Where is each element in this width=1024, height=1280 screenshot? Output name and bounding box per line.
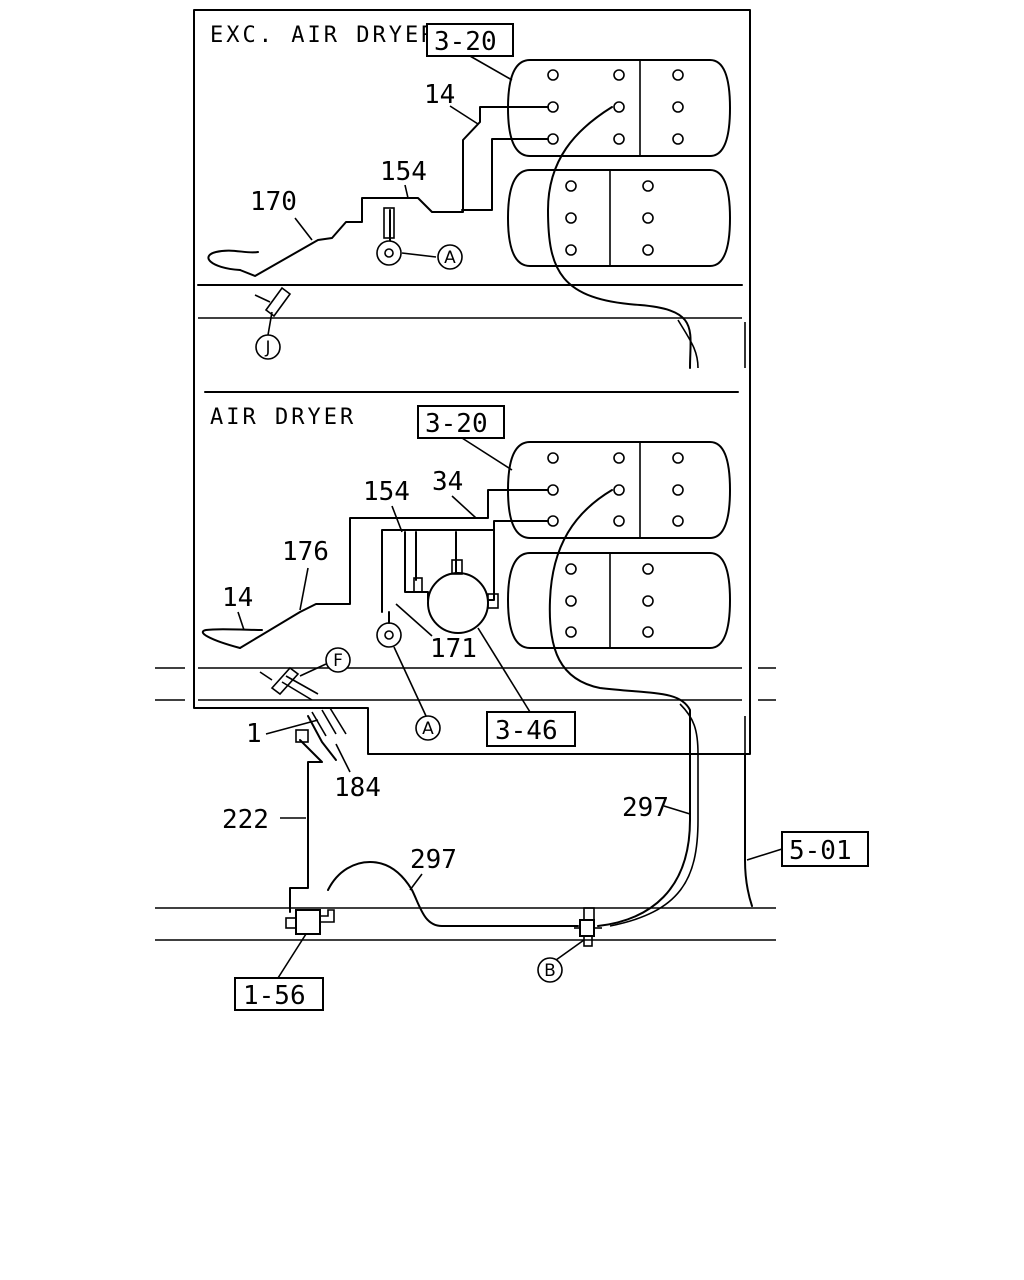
bottom-fitting-center — [384, 630, 394, 640]
part-170: 170 — [250, 187, 297, 217]
bottom-section-title: AIR DRYER — [210, 405, 356, 430]
marker-A-bottom — [415, 715, 441, 741]
bottom-tank-ref-box — [417, 405, 505, 439]
leader — [391, 505, 403, 533]
leader — [237, 611, 245, 631]
dryer-ref-box — [486, 711, 576, 747]
marker-A-bottom-label: A — [422, 719, 434, 739]
marker-A-top — [437, 244, 463, 270]
marker-F — [325, 647, 351, 673]
bottom-air-tanks — [507, 441, 731, 649]
leader — [294, 217, 313, 241]
part-222: 222 — [222, 805, 269, 835]
leader — [451, 495, 477, 519]
leader — [395, 603, 433, 637]
leader — [555, 939, 585, 961]
part-297-right: 297 — [622, 793, 669, 823]
part-34: 34 — [432, 467, 463, 497]
marker-A-top-label: A — [444, 248, 456, 268]
leader — [393, 646, 427, 717]
leader — [409, 873, 423, 891]
marker-J — [255, 334, 281, 360]
leader — [335, 743, 351, 773]
connector-F — [259, 666, 319, 701]
frame-ref: 5-01 — [789, 836, 852, 866]
top-fitting-center — [384, 248, 394, 258]
leader — [404, 184, 409, 199]
leader — [401, 252, 437, 258]
top-piping — [207, 106, 699, 369]
air-dryer — [427, 572, 489, 634]
leader — [477, 627, 531, 713]
part-171: 171 — [430, 634, 477, 664]
leader — [277, 933, 307, 979]
part-154-top: 154 — [380, 157, 427, 187]
frame-ref-box — [781, 831, 869, 867]
part-184: 184 — [334, 773, 381, 803]
leader — [265, 719, 319, 735]
top-tank-ref: 3-20 — [434, 27, 497, 57]
leader — [461, 437, 513, 471]
bottom-piping — [201, 489, 699, 755]
panel-outline — [193, 9, 751, 755]
leader — [663, 805, 691, 815]
leader — [254, 294, 271, 303]
valve-ref: 1-56 — [243, 981, 306, 1011]
part-297-middle: 297 — [410, 845, 457, 875]
part-1: 1 — [246, 719, 262, 749]
marker-B-label: B — [544, 961, 556, 981]
part-14-bottom: 14 — [222, 583, 253, 613]
top-section-title: EXC. AIR DRYER — [210, 23, 437, 48]
leader — [299, 567, 309, 611]
fitting-B — [574, 907, 602, 947]
part-154-bottom: 154 — [363, 477, 410, 507]
leader — [746, 848, 783, 861]
part-14-top: 14 — [424, 80, 455, 110]
valve-1-56 — [285, 909, 335, 935]
leader — [469, 55, 513, 81]
bottom-tank-ref: 3-20 — [425, 409, 488, 439]
dryer-ref: 3-46 — [495, 716, 558, 746]
part-176: 176 — [282, 537, 329, 567]
leader — [449, 105, 479, 125]
valve-ref-box — [234, 977, 324, 1011]
marker-F-label: F — [333, 651, 343, 671]
leader — [267, 311, 273, 336]
marker-J-label: J — [264, 338, 270, 358]
top-tank-ref-box — [426, 23, 514, 57]
lower-piping — [289, 707, 753, 927]
top-air-tanks — [507, 59, 731, 267]
leader — [299, 663, 327, 677]
marker-B — [537, 957, 563, 983]
